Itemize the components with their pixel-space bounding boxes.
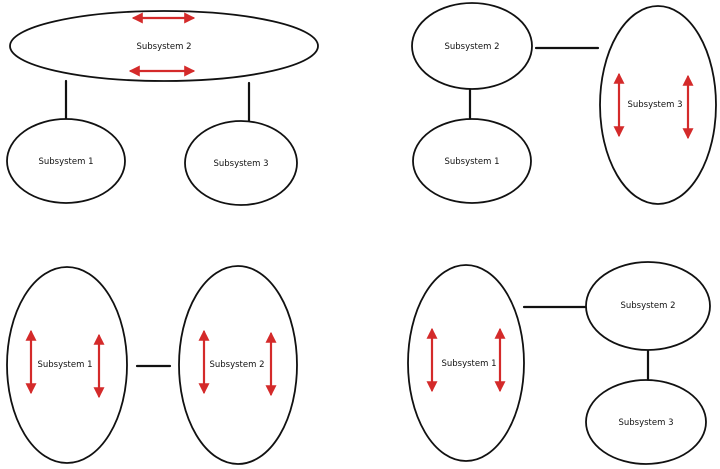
node-label: Subsystem 3 <box>627 100 682 110</box>
node-subsystem-1[interactable]: Subsystem 1 <box>6 266 128 464</box>
node-label: Subsystem 2 <box>444 42 499 52</box>
node-subsystem-1-shape <box>6 118 126 204</box>
node-subsystem-2-shape <box>178 265 298 465</box>
node-subsystem-2-shape <box>585 261 711 351</box>
node-subsystem-1[interactable]: Subsystem 1 <box>412 118 532 204</box>
node-label: Subsystem 2 <box>620 301 675 311</box>
node-subsystem-3-shape <box>585 379 707 465</box>
node-subsystem-2[interactable]: Subsystem 2 <box>178 265 298 465</box>
node-label: Subsystem 3 <box>618 418 673 428</box>
node-label: Subsystem 1 <box>444 157 499 167</box>
panel-bottom-left: Subsystem 1 Subsystem 2 <box>6 265 298 465</box>
node-label: Subsystem 2 <box>136 42 191 52</box>
node-subsystem-2[interactable]: Subsystem 2 <box>9 10 319 82</box>
node-subsystem-3-shape <box>184 120 298 206</box>
node-subsystem-3[interactable]: Subsystem 3 <box>599 5 717 205</box>
node-subsystem-3[interactable]: Subsystem 3 <box>184 120 298 206</box>
node-subsystem-1-shape <box>412 118 532 204</box>
panel-top-right: Subsystem 2 Subsystem 1 Subsystem 3 <box>411 2 717 205</box>
node-subsystem-1[interactable]: Subsystem 1 <box>6 118 126 204</box>
node-subsystem-3-shape <box>599 5 717 205</box>
node-label: Subsystem 2 <box>209 360 264 370</box>
panel-bottom-right: Subsystem 1 Subsystem 2 Subsystem 3 <box>407 261 711 465</box>
node-label: Subsystem 3 <box>213 159 268 169</box>
node-subsystem-1-shape <box>407 264 525 462</box>
node-label: Subsystem 1 <box>441 359 496 369</box>
node-subsystem-1-shape <box>6 266 128 464</box>
node-subsystem-2-shape <box>9 10 319 82</box>
node-label: Subsystem 1 <box>37 360 92 370</box>
panel-top-left: Subsystem 2 Subsystem 1 Subsystem 3 <box>6 10 319 206</box>
node-subsystem-2-shape <box>411 2 533 90</box>
node-label: Subsystem 1 <box>38 157 93 167</box>
node-subsystem-2[interactable]: Subsystem 2 <box>585 261 711 351</box>
node-subsystem-2[interactable]: Subsystem 2 <box>411 2 533 90</box>
node-subsystem-1[interactable]: Subsystem 1 <box>407 264 525 462</box>
node-subsystem-3[interactable]: Subsystem 3 <box>585 379 707 465</box>
